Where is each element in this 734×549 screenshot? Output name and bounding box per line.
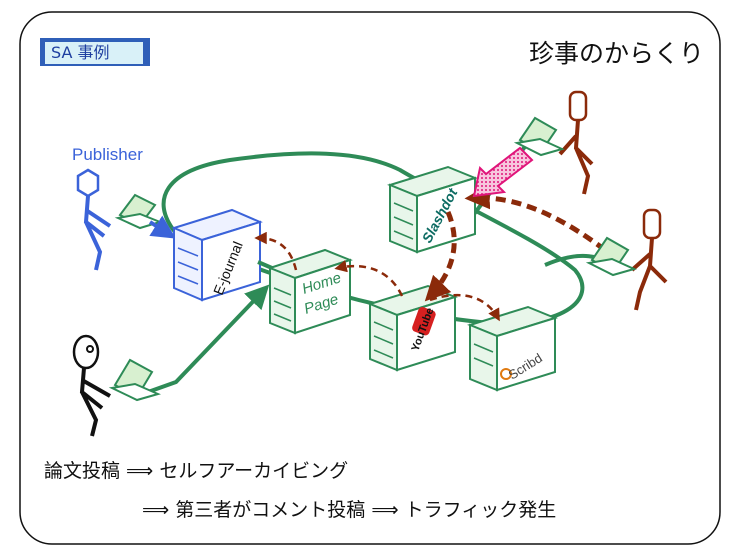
youtube-to-scribd-arrow — [429, 293, 500, 322]
publisher-label: Publisher — [72, 145, 143, 164]
youtube-server: YouTube — [367, 284, 458, 372]
laptop-icon-reader-1 — [513, 116, 565, 157]
slashdot-server: Slashdot — [387, 165, 478, 254]
pink-comment-arrow — [472, 146, 534, 198]
slide-title: 珍事のからくり — [528, 39, 704, 68]
case-badge-label: SA 事例 — [44, 41, 144, 65]
reader-person-icon-2 — [630, 208, 668, 311]
author-to-homepage-arrow — [147, 284, 270, 394]
reader-to-slashdot-arrow — [464, 184, 607, 253]
case-badge: SA 事例 — [40, 38, 150, 66]
laptop-icon-author — [108, 358, 161, 402]
ejournal-server: E-journal — [171, 208, 263, 302]
youtube-to-homepage-arrow — [334, 260, 404, 297]
scribd-server: Scribd — [467, 305, 558, 392]
homepage-to-ejournal-arrow — [254, 231, 298, 271]
reader-person-icon-1 — [558, 90, 594, 195]
author-person-icon — [72, 334, 111, 437]
flow-line-1: 論文投稿 ⟹ セルフアーカイビング — [44, 460, 349, 482]
flow-line-2: ⟹ 第三者がコメント投稿 ⟹ トラフィック発生 — [142, 499, 557, 521]
ejournal-network-link — [257, 260, 273, 270]
publisher-person-icon — [76, 168, 112, 271]
homepage-server: Home Page — [267, 248, 353, 335]
laptop-icon-reader-2 — [585, 236, 637, 277]
publisher-to-ejournal-arrow — [148, 215, 177, 239]
slashdot-to-youtube-arrow — [424, 211, 457, 302]
